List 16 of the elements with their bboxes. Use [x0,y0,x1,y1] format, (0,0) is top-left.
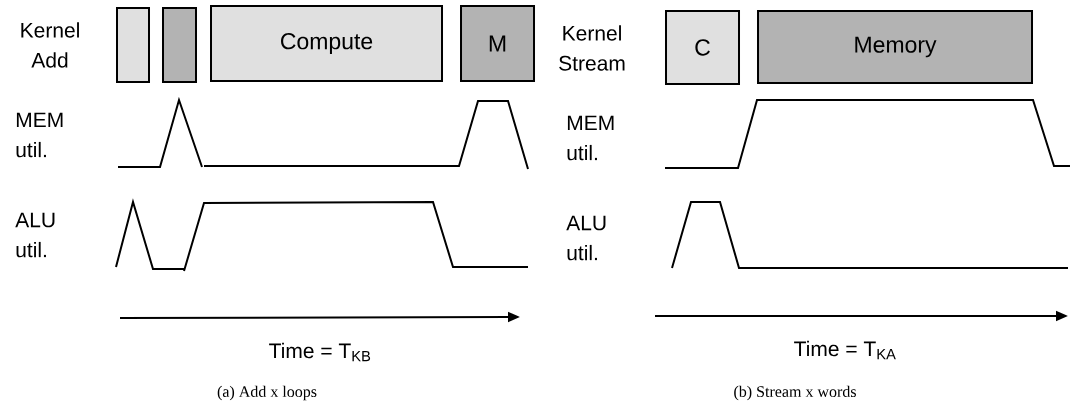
empty-box [162,7,197,83]
axis-label: Kernel Stream [559,25,625,71]
time-label: Time = T$_{KB}$ [269,342,371,362]
task-box: Memory [757,10,1033,84]
empty-box [116,7,150,83]
axis-label: ALU util. [15,212,55,258]
axis-label: ALU util. [566,215,606,261]
task-box: C [665,10,740,85]
axis-label: MEM util. [567,115,614,161]
time-label: Time = T$_{KA}$ [794,340,896,360]
task-box: Compute [210,5,443,82]
axis-label: MEM util. [16,112,63,158]
axis-label: Kernel Add [21,22,79,68]
caption: (b) Stream x words [734,385,856,401]
caption: (a) Add x loops [217,385,317,401]
task-box: M [460,5,535,82]
